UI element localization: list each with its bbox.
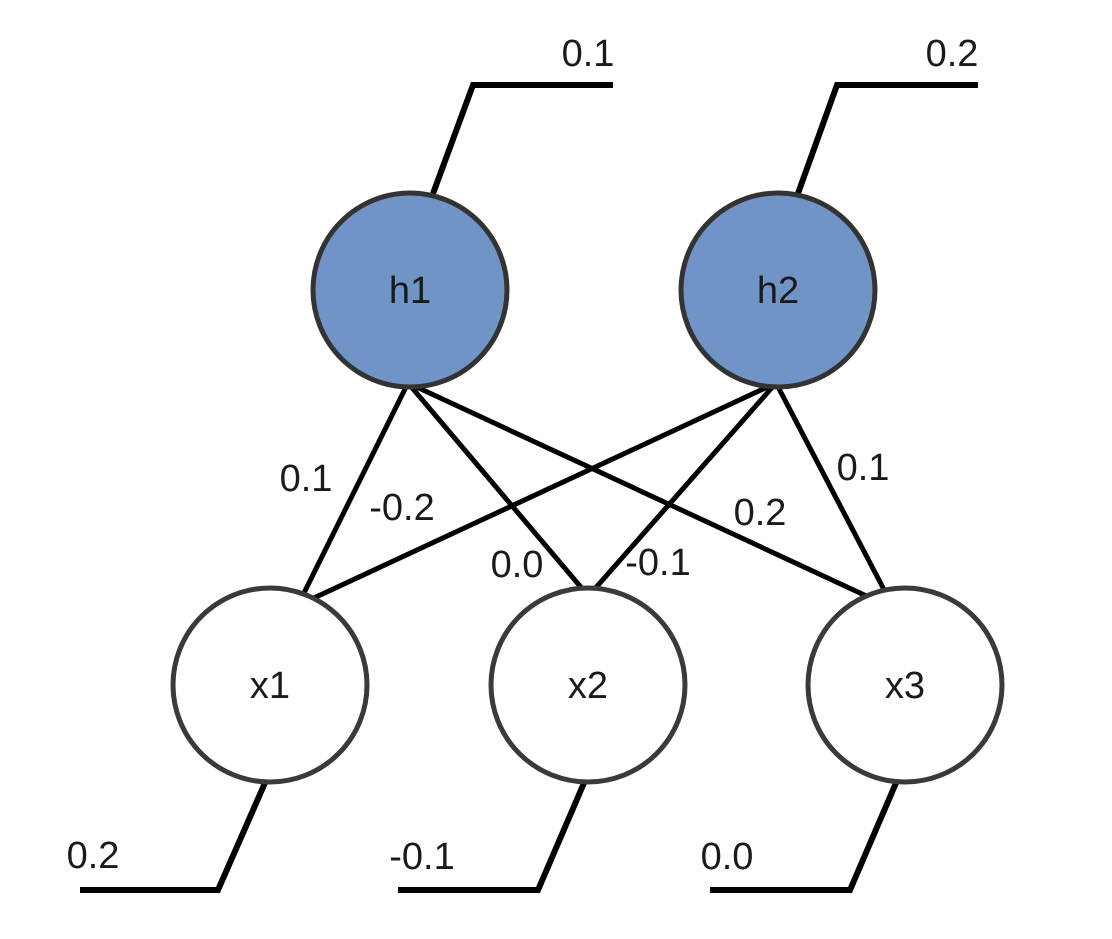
node-x1-circle	[170, 585, 370, 785]
edge-h1-x1	[296, 381, 411, 605]
node-h1-label: h1	[389, 270, 431, 312]
bias-connector-h1	[428, 82, 613, 201]
bias-label-x3: 0.0	[701, 836, 754, 878]
node-x3-circle	[805, 585, 1005, 785]
weight-label-h2-x1: -0.2	[369, 487, 434, 529]
node-x1-label: x1	[250, 665, 290, 707]
edge-h1-x3	[406, 380, 890, 609]
edge-h1-x2	[406, 381, 587, 594]
bias-connector-x3	[710, 774, 902, 893]
edge-h2-x1	[299, 380, 778, 607]
edge-h2-x2	[590, 381, 778, 594]
bias-label-h1: 0.1	[562, 33, 615, 75]
bias-connector-h2	[793, 82, 978, 201]
node-x2-label: x2	[568, 665, 608, 707]
bias-label-h2: 0.2	[926, 33, 979, 75]
weight-label-h1-x1: 0.1	[280, 458, 333, 500]
weight-label-h1-x2: 0.0	[491, 544, 544, 586]
node-h2-label: h2	[757, 270, 799, 312]
node-h1-circle	[310, 190, 510, 390]
node-x3-label: x3	[885, 665, 925, 707]
bias-label-x1: 0.2	[67, 835, 120, 877]
node-x2-circle	[488, 585, 688, 785]
node-h2-circle	[678, 190, 878, 390]
weight-label-h2-x2: -0.1	[625, 542, 690, 584]
edge-h2-x3	[773, 381, 894, 605]
weight-label-h2-x3: 0.1	[837, 447, 890, 489]
bias-label-x2: -0.1	[389, 836, 454, 878]
bias-connector-x1	[80, 774, 271, 893]
edge-lines	[296, 380, 894, 609]
weight-label-h1-x3: 0.2	[734, 492, 787, 534]
bias-connectors	[80, 82, 978, 893]
bias-connector-x2	[398, 774, 590, 893]
